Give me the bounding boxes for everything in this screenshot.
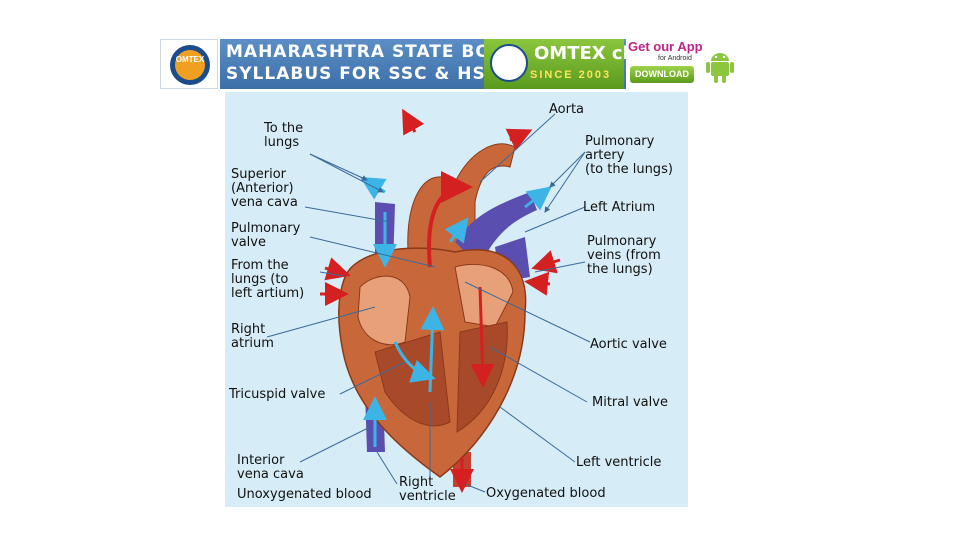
omtex-small-logo xyxy=(490,44,528,82)
app-subtitle: for Android xyxy=(658,55,692,62)
app-promo[interactable]: Get our App for Android DOWNLOAD xyxy=(626,39,736,89)
label-aortic-valve: Aortic valve xyxy=(590,338,667,352)
label-mitral-valve: Mitral valve xyxy=(592,396,668,410)
app-title: Get our App xyxy=(628,39,703,54)
download-button[interactable]: DOWNLOAD xyxy=(630,66,694,83)
label-left-ventricle: Left ventricle xyxy=(576,456,661,470)
label-left-atrium: Left Atrium xyxy=(583,201,655,215)
label-pulmonary-veins: Pulmonary veins (from the lungs) xyxy=(587,235,661,277)
label-tricuspid-valve: Tricuspid valve xyxy=(229,388,325,402)
label-from-the-lungs: From the lungs (to left artium) xyxy=(231,259,304,301)
omtex-classes-banner: OMTEX classes SINCE 2003 xyxy=(484,39,624,89)
to-lungs-arrow-left xyxy=(365,180,385,192)
label-superior-vena-cava: Superior (Anterior) vena cava xyxy=(231,168,298,210)
omtex-logo: OMTEX xyxy=(160,39,218,89)
label-interior-vena-cava: Interior vena cava xyxy=(237,454,304,482)
since-text: SINCE 2003 xyxy=(530,69,611,81)
label-aorta: Aorta xyxy=(549,103,584,117)
label-pulmonary-artery: Pulmonary artery (to the lungs) xyxy=(585,135,673,177)
omtex-logo-text: OMTEX xyxy=(176,55,205,64)
label-pulmonary-valve: Pulmonary valve xyxy=(231,222,300,250)
header-banner: OMTEX MAHARASHTRA STATE BOARD SYLLABUS F… xyxy=(160,39,736,89)
aorta-out-arrow-1 xyxy=(405,114,415,132)
pv-in-arrow-right-1 xyxy=(537,260,560,267)
pv-in-arrow-right-2 xyxy=(530,282,550,284)
label-right-ventricle: Right ventricle xyxy=(399,476,456,504)
aorta-out-arrow-2 xyxy=(510,132,527,140)
label-to-the-lungs: To the lungs xyxy=(264,122,303,150)
label-oxygenated-blood: Oxygenated blood xyxy=(486,487,606,501)
label-unoxygenated-blood: Unoxygenated blood xyxy=(237,488,372,502)
heart-diagram: To the lungs Superior (Anterior) vena ca… xyxy=(225,92,688,507)
label-right-atrium: Right atrium xyxy=(231,323,274,351)
android-icon xyxy=(706,49,734,83)
